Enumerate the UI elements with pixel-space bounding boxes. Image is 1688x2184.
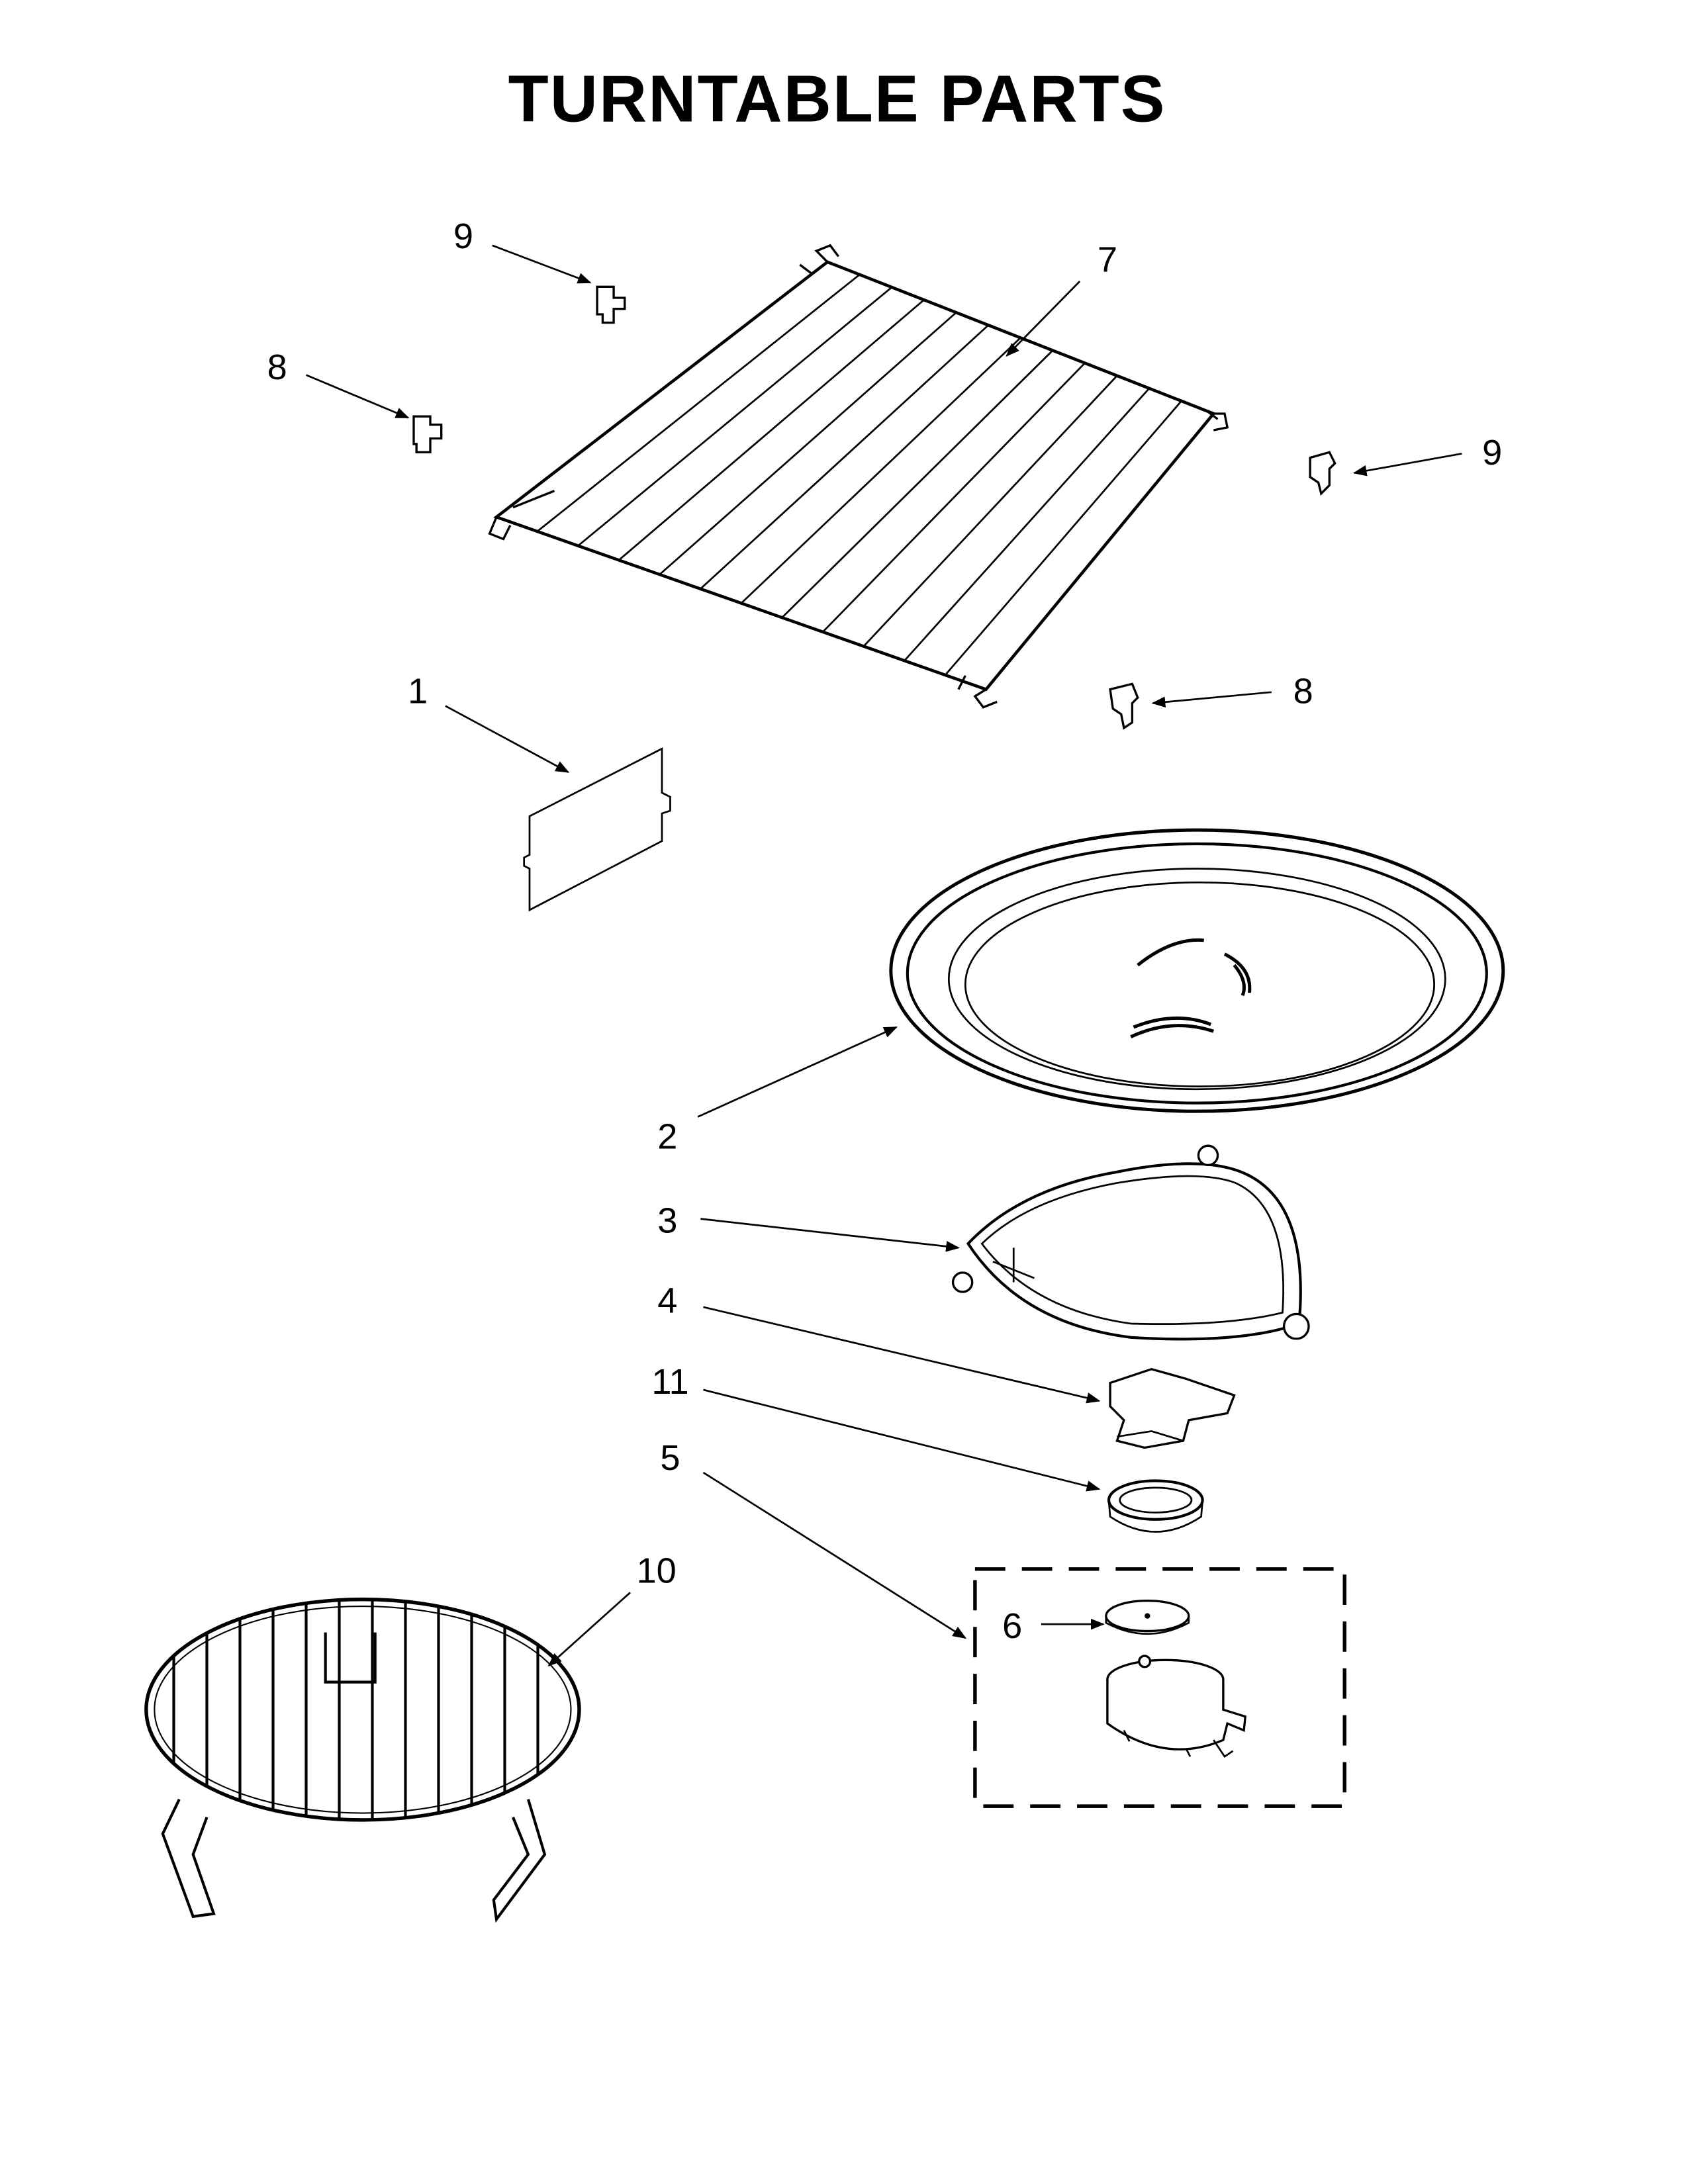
rack-wire (618, 299, 925, 561)
callout-2: 2 (657, 1116, 677, 1156)
callout-7: 7 (1098, 240, 1117, 279)
leader-lines (305, 244, 1462, 1667)
drive-hub (1105, 1600, 1190, 1635)
leader-11 (703, 1388, 1101, 1492)
wire-shelf-rack (488, 244, 1229, 709)
rack-wire (863, 375, 1118, 647)
rack-wire (944, 400, 1182, 676)
callout-10: 10 (637, 1551, 677, 1591)
rack-wire (536, 273, 861, 532)
roller-coupler (1109, 1367, 1236, 1449)
leader-8-right (1151, 691, 1272, 708)
callout-11: 11 (651, 1362, 688, 1402)
waveguide-cover (523, 747, 671, 912)
leader-2 (697, 1026, 898, 1118)
page-title: TURNTABLE PARTS (508, 62, 1166, 136)
leader-9-top (492, 244, 592, 284)
leader-3 (700, 1218, 960, 1252)
round-wire-rack (144, 1597, 581, 1923)
leader-7 (1006, 281, 1081, 357)
callout-8-left: 8 (267, 347, 287, 387)
leader-10 (547, 1592, 631, 1667)
rack-wire (659, 312, 957, 576)
motor-kit-dashed-box (973, 1567, 1346, 1808)
leader-1 (445, 705, 570, 773)
rack-clip-8-right (1109, 682, 1139, 730)
callout-9-top: 9 (453, 216, 473, 256)
bushing (1107, 1479, 1204, 1533)
callout-4: 4 (657, 1281, 677, 1320)
roller-ring (951, 1144, 1310, 1341)
rack-clip-8-left (412, 415, 443, 453)
callout-5: 5 (660, 1438, 680, 1478)
callout-3: 3 (657, 1201, 677, 1240)
leader-5 (702, 1471, 967, 1639)
rack-wire (700, 324, 989, 590)
rack-wire (577, 286, 893, 547)
rack-wire (904, 387, 1150, 662)
callout-9-right: 9 (1482, 433, 1502, 473)
rack-clip-9-top (596, 285, 626, 324)
leader-4 (703, 1306, 1101, 1404)
callout-8-right: 8 (1293, 671, 1313, 711)
leader-8-left (305, 374, 410, 419)
callout-1: 1 (408, 671, 428, 711)
rack-wire (781, 349, 1054, 619)
rack-clip-9-right (1309, 451, 1336, 496)
rack-wire (822, 362, 1086, 633)
turntable-tray (889, 828, 1505, 1113)
rack-wire (740, 337, 1021, 604)
leader-9-right (1352, 453, 1462, 477)
turntable-motor (1106, 1655, 1247, 1758)
callout-6: 6 (1002, 1606, 1022, 1646)
